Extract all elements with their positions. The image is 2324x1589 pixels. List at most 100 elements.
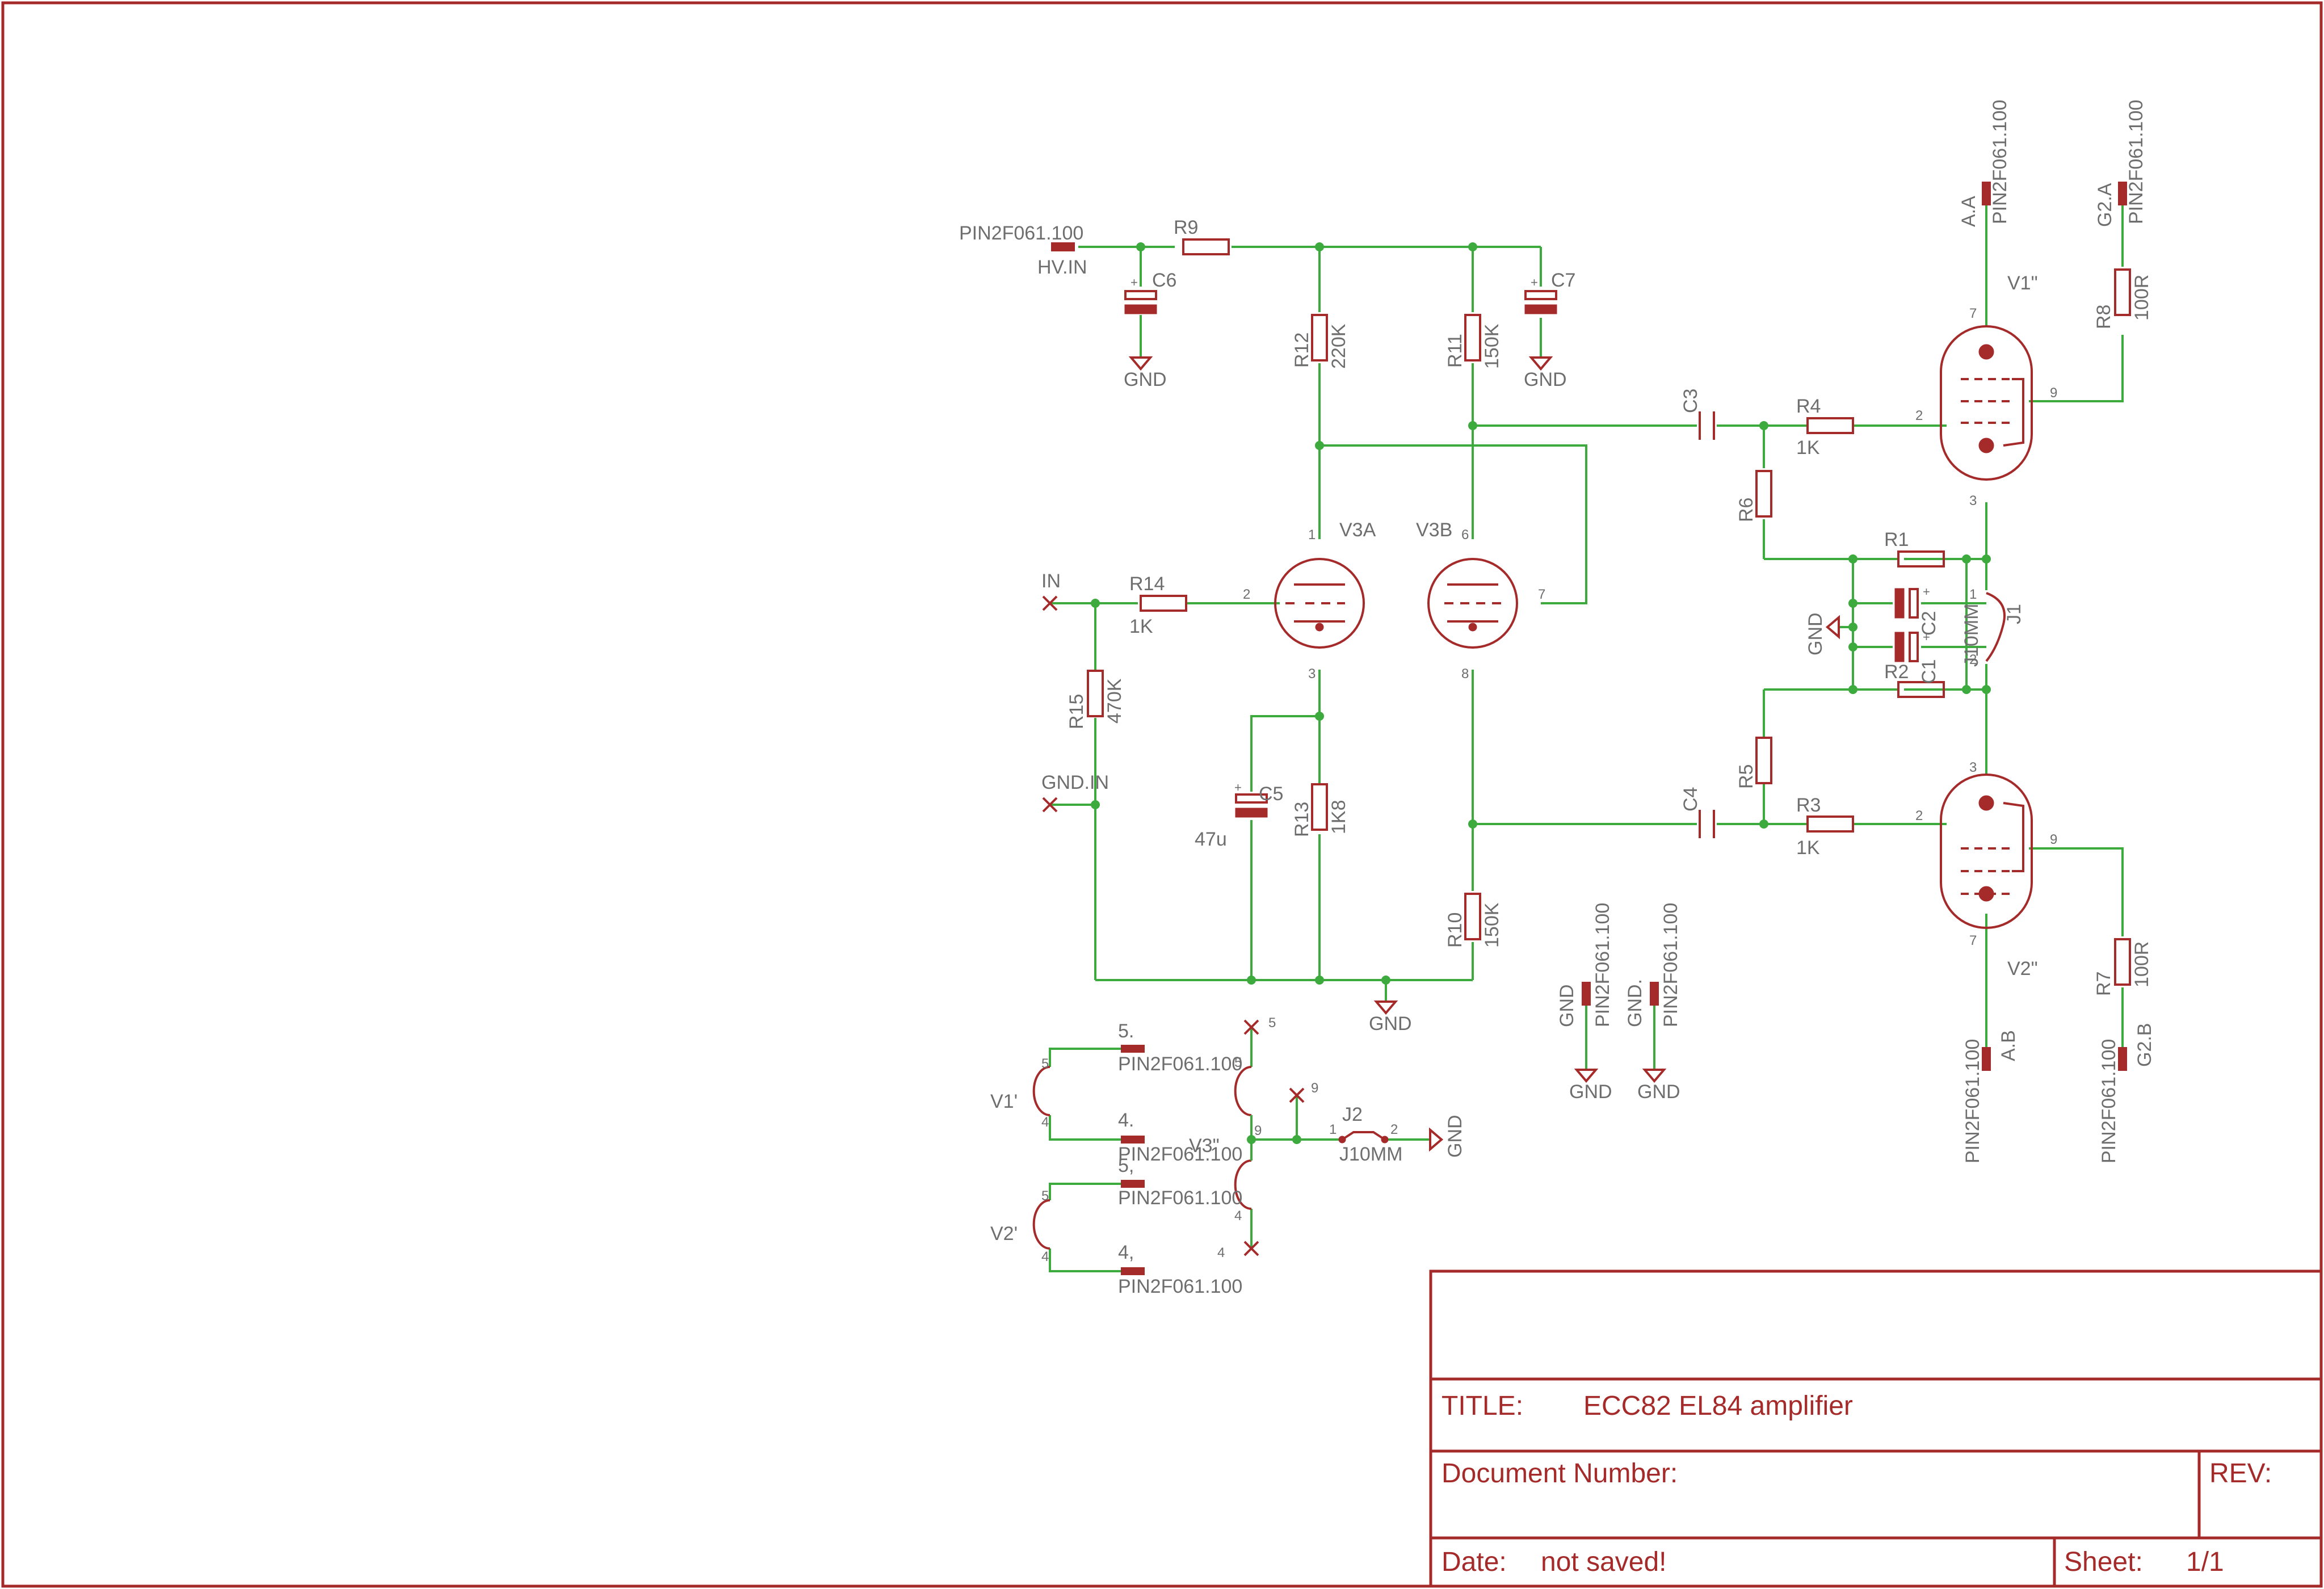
svg-text:GND: GND (1805, 612, 1826, 655)
svg-text:7: 7 (1969, 306, 1977, 321)
svg-text:+: + (1923, 585, 1930, 599)
capacitor-c4[interactable]: C4 (1680, 787, 1715, 838)
gnd-main: GND (1369, 1001, 1412, 1035)
resistor-r4[interactable]: R4 1K (1796, 396, 1854, 459)
svg-text:PIN2F061.100: PIN2F061.100 (959, 222, 1083, 244)
svg-text:470K: 470K (1104, 678, 1125, 724)
svg-text:4: 4 (1217, 1245, 1225, 1260)
jumper-j2[interactable]: J2 J10MM 1 2 (1329, 1104, 1402, 1165)
svg-text:+: + (1531, 275, 1538, 289)
svg-text:PIN2F061.100: PIN2F061.100 (2098, 1039, 2120, 1163)
svg-text:C4: C4 (1680, 787, 1701, 812)
pad-gnd-right[interactable]: GND. PIN2F061.100 (1624, 903, 1682, 1027)
gnd-c6: GND (1124, 315, 1167, 390)
heater-v3: V3" 9 5 4 5 4 9 (1189, 1015, 1318, 1260)
svg-text:4: 4 (1041, 1249, 1049, 1264)
svg-text:2: 2 (1915, 408, 1923, 423)
pad-heater-v2-4[interactable]: 4, PIN2F061.100 (1118, 1242, 1242, 1297)
resistor-r1[interactable]: R1 (1884, 529, 1945, 568)
capacitor-c2[interactable]: + C2 (1894, 585, 1940, 636)
svg-text:3: 3 (1308, 666, 1316, 682)
jumper-j1[interactable]: J10MM J1 1 2 (1961, 587, 2025, 667)
tube-v2[interactable]: V2" 3 2 9 7 (1915, 760, 2057, 980)
pad-heater-v1-4[interactable]: 4. PIN2F061.100 (1118, 1109, 1242, 1165)
svg-text:+: + (1234, 780, 1242, 794)
svg-text:J10MM: J10MM (1339, 1144, 1402, 1165)
svg-text:R5: R5 (1735, 764, 1757, 789)
svg-text:PIN2F061.100: PIN2F061.100 (1118, 1053, 1242, 1075)
svg-text:PIN2F061.100: PIN2F061.100 (1118, 1144, 1242, 1165)
capacitor-c6[interactable]: + C6 (1124, 270, 1176, 314)
svg-text:R7: R7 (2093, 972, 2115, 996)
svg-text:V1': V1' (990, 1091, 1018, 1112)
pad-heater-v2-5[interactable]: 5, PIN2F061.100 (1118, 1155, 1242, 1209)
resistor-r3[interactable]: R3 1K (1796, 794, 1854, 859)
svg-text:R8: R8 (2093, 305, 2115, 329)
wires (1049, 196, 2124, 1272)
svg-text:8: 8 (1461, 666, 1469, 682)
svg-text:+: + (1131, 275, 1138, 289)
svg-text:PIN2F061.100: PIN2F061.100 (1118, 1187, 1242, 1209)
svg-text:47u: 47u (1195, 829, 1227, 850)
resistor-r9[interactable]: R9 (1174, 217, 1230, 255)
svg-text:1: 1 (1329, 1122, 1337, 1137)
gnd-pin-right: GND (1637, 1069, 1680, 1103)
svg-text:R9: R9 (1174, 217, 1198, 238)
svg-text:R10: R10 (1444, 913, 1466, 948)
tube-v1[interactable]: V1" 7 2 9 3 (1915, 272, 2057, 508)
svg-text:2: 2 (1243, 587, 1250, 602)
svg-text:GND: GND (1556, 984, 1578, 1027)
svg-text:A.A: A.A (1958, 196, 1980, 227)
resistor-r7[interactable]: R7 100R (2093, 938, 2153, 996)
sheet-value: 1/1 (2186, 1547, 2224, 1577)
svg-text:V3B: V3B (1416, 519, 1452, 541)
capacitor-c3[interactable]: C3 (1680, 389, 1715, 440)
svg-text:R11: R11 (1444, 334, 1466, 368)
svg-text:9: 9 (1254, 1123, 1262, 1138)
resistor-r8[interactable]: R8 100R (2093, 268, 2153, 329)
pad-heater-v1-5[interactable]: 5. PIN2F061.100 (1118, 1020, 1242, 1075)
tube-v3b[interactable]: V3B 6 7 8 (1416, 519, 1545, 682)
resistor-r6[interactable]: R6 (1735, 470, 1772, 522)
svg-text:J1: J1 (2003, 604, 2025, 624)
svg-text:5: 5 (1268, 1015, 1276, 1031)
resistor-r13[interactable]: R13 1K8 (1291, 783, 1350, 837)
svg-text:1K8: 1K8 (1328, 800, 1350, 835)
pad-g2-a[interactable]: G2.A PIN2F061.100 (2094, 100, 2147, 227)
svg-text:4: 4 (1234, 1208, 1242, 1224)
svg-text:GND: GND (1124, 369, 1167, 390)
gnd-j2: GND (1429, 1115, 1466, 1158)
heater-v1: V1' 5 4 (990, 1056, 1050, 1130)
resistor-r12[interactable]: R12 220K (1291, 314, 1350, 369)
capacitor-c7[interactable]: + C7 (1524, 270, 1575, 314)
svg-text:1: 1 (1308, 527, 1316, 543)
pad-hv-in[interactable]: PIN2F061.100 HV.IN (959, 222, 1087, 278)
svg-text:R3: R3 (1796, 794, 1821, 816)
svg-text:C6: C6 (1152, 270, 1176, 291)
svg-text:PIN2F061.100: PIN2F061.100 (1989, 100, 2011, 224)
capacitor-c1[interactable]: + C1 (1894, 630, 1940, 684)
resistor-r15[interactable]: R15 470K (1066, 670, 1125, 729)
pad-a-a[interactable]: A.A PIN2F061.100 (1958, 100, 2011, 227)
capacitor-c5[interactable]: + C5 47u (1195, 780, 1283, 850)
title-block: TITLE: ECC82 EL84 amplifier Document Num… (1429, 1269, 2323, 1588)
svg-text:V3": V3" (1189, 1135, 1220, 1157)
document-number-label: Document Number: (1442, 1458, 1678, 1489)
svg-text:R14: R14 (1129, 573, 1165, 595)
resistor-r11[interactable]: R11 150K (1444, 314, 1503, 369)
svg-text:9: 9 (1311, 1081, 1318, 1096)
svg-text:4: 4 (1041, 1115, 1049, 1130)
resistor-r14[interactable]: R14 1K (1129, 573, 1187, 637)
svg-text:J10MM: J10MM (1961, 604, 1982, 667)
resistor-r5[interactable]: R5 (1735, 737, 1772, 789)
svg-text:GND: GND (1524, 369, 1567, 390)
svg-text:V2": V2" (2007, 958, 2038, 980)
pad-gnd-left[interactable]: GND PIN2F061.100 (1556, 903, 1613, 1027)
resistor-r2[interactable]: R2 (1884, 661, 1945, 698)
pad-g2-b[interactable]: PIN2F061.100 G2.B (2098, 1023, 2155, 1163)
tube-v3a[interactable]: V3A 1 2 3 (1243, 519, 1376, 682)
resistor-r10[interactable]: R10 150K (1444, 893, 1503, 948)
sheet-label: Sheet: (2064, 1547, 2143, 1577)
pad-a-b[interactable]: PIN2F061.100 A.B (1962, 1030, 2019, 1163)
